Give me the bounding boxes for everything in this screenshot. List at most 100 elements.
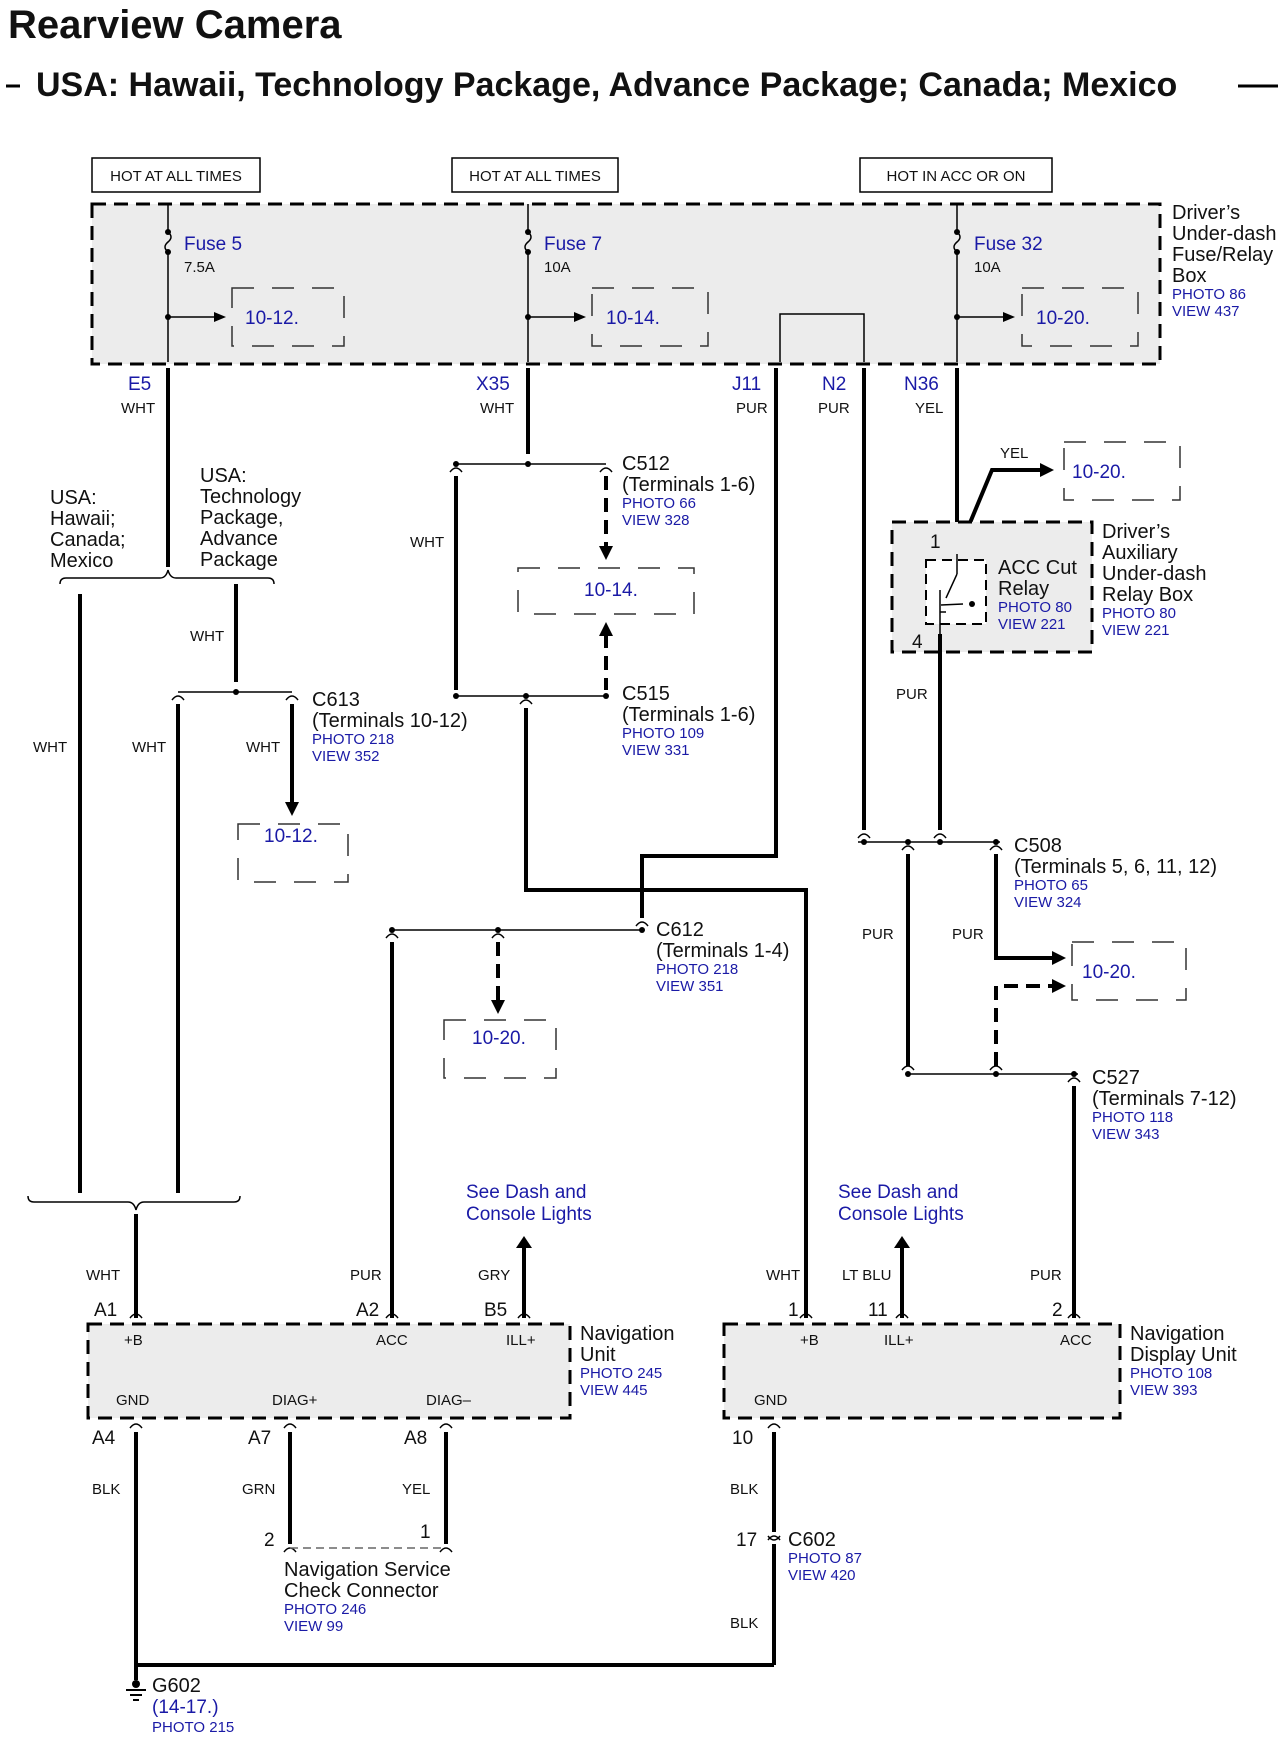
page-subtitle: USA: Hawaii, Technology Package, Advance… <box>36 66 1177 104</box>
svg-text:PHOTO 118: PHOTO 118 <box>1092 1109 1173 1126</box>
svg-text:(Terminals 7-12): (Terminals 7-12) <box>1092 1088 1236 1110</box>
svg-text:WHT: WHT <box>33 739 67 756</box>
svg-text:Display Unit: Display Unit <box>1130 1344 1237 1366</box>
ref-10-20-fuse32[interactable]: 10-20. <box>1036 308 1090 329</box>
svg-text:YEL: YEL <box>915 400 943 417</box>
svg-text:VIEW 352: VIEW 352 <box>312 748 380 765</box>
power-label-1: HOT AT ALL TIMES <box>110 168 242 185</box>
svg-text:(Terminals 5, 6, 11, 12): (Terminals 5, 6, 11, 12) <box>1014 856 1217 878</box>
ground-g602: G602 <box>152 1675 201 1697</box>
svg-text:ACC: ACC <box>1060 1332 1092 1349</box>
svg-text:DIAG+: DIAG+ <box>272 1392 318 1409</box>
svg-text:2: 2 <box>1052 1300 1063 1321</box>
see-dash-link-2[interactable]: See Dash and <box>838 1182 958 1203</box>
service-connector-label: Navigation Service <box>284 1559 451 1581</box>
svg-text:VIEW 328: VIEW 328 <box>622 512 690 529</box>
svg-text:VIEW 221: VIEW 221 <box>998 616 1066 633</box>
svg-text:Check Connector: Check Connector <box>284 1580 439 1602</box>
svg-text:WHT: WHT <box>86 1267 120 1284</box>
svg-text:GND: GND <box>116 1392 150 1409</box>
svg-text:PHOTO 215: PHOTO 215 <box>152 1719 234 1736</box>
ref-10-20-yel[interactable]: 10-20. <box>1072 462 1126 483</box>
navigation-unit <box>86 1322 572 1420</box>
svg-text:WHT: WHT <box>766 1267 800 1284</box>
svg-text:PUR: PUR <box>952 926 984 943</box>
svg-text:PUR: PUR <box>1030 1267 1062 1284</box>
power-label-2: HOT AT ALL TIMES <box>469 168 601 185</box>
relay-box-label: Driver’s <box>1102 521 1170 543</box>
svg-text:ACC: ACC <box>376 1332 408 1349</box>
svg-text:GND: GND <box>754 1392 788 1409</box>
ref-10-20-c612[interactable]: 10-20. <box>472 1028 526 1049</box>
svg-text:WHT: WHT <box>410 534 444 551</box>
ref-10-20-c508[interactable]: 10-20. <box>1082 962 1136 983</box>
svg-text:VIEW 221: VIEW 221 <box>1102 622 1170 639</box>
svg-text:PUR: PUR <box>818 400 850 417</box>
svg-text:WHT: WHT <box>190 628 224 645</box>
connector-c613: C613 <box>312 689 360 711</box>
svg-text:VIEW 445: VIEW 445 <box>580 1382 648 1399</box>
svg-text:PHOTO 65: PHOTO 65 <box>1014 877 1088 894</box>
svg-text:(Terminals 1-6): (Terminals 1-6) <box>622 474 755 496</box>
svg-text:Technology: Technology <box>200 486 301 508</box>
svg-text:VIEW 324: VIEW 324 <box>1014 894 1082 911</box>
svg-text:1: 1 <box>788 1300 799 1321</box>
svg-text:Under-dash: Under-dash <box>1172 223 1277 245</box>
svg-text:ILL+: ILL+ <box>506 1332 536 1349</box>
svg-text:11: 11 <box>868 1300 888 1321</box>
svg-text:1: 1 <box>930 532 941 553</box>
connector-c602: C602 <box>788 1529 836 1551</box>
svg-text:17: 17 <box>736 1530 757 1551</box>
variant-left-label: USA: <box>50 487 97 509</box>
svg-text:VIEW 99: VIEW 99 <box>284 1618 343 1635</box>
ref-10-12[interactable]: 10-12. <box>245 308 299 329</box>
svg-text:PUR: PUR <box>862 926 894 943</box>
terminal-n2: N2 <box>822 374 846 395</box>
connector-c508: C508 <box>1014 835 1062 857</box>
svg-text:DIAG–: DIAG– <box>426 1392 472 1409</box>
svg-text:Auxiliary: Auxiliary <box>1102 542 1178 564</box>
svg-text:PHOTO 80: PHOTO 80 <box>998 599 1072 616</box>
svg-text:Hawaii;: Hawaii; <box>50 508 116 530</box>
svg-text:WHT: WHT <box>132 739 166 756</box>
svg-text:B5: B5 <box>484 1300 507 1321</box>
fuse-5-label: Fuse 5 <box>184 234 242 255</box>
power-label-3: HOT IN ACC OR ON <box>887 168 1026 185</box>
svg-text:Console Lights[interactable]: Console Lights <box>838 1204 964 1225</box>
ref-10-12-c613[interactable]: 10-12. <box>264 826 318 847</box>
fuse-7-label: Fuse 7 <box>544 234 602 255</box>
svg-text:(Terminals 1-6): (Terminals 1-6) <box>622 704 755 726</box>
terminal-e5: E5 <box>128 374 151 395</box>
svg-text:Package,: Package, <box>200 507 283 529</box>
ref-10-14-center[interactable]: 10-14. <box>584 580 638 601</box>
acc-cut-relay <box>925 559 987 625</box>
svg-text:PHOTO 87: PHOTO 87 <box>788 1550 862 1567</box>
svg-text:Mexico: Mexico <box>50 550 113 572</box>
svg-text:PUR: PUR <box>736 400 768 417</box>
see-dash-link-1[interactable]: See Dash and <box>466 1182 586 1203</box>
svg-text:Relay: Relay <box>998 578 1049 600</box>
svg-text:(Terminals 10-12): (Terminals 10-12) <box>312 710 468 732</box>
svg-text:A4: A4 <box>92 1428 116 1449</box>
svg-text:Unit: Unit <box>580 1344 616 1366</box>
svg-text:Canada;: Canada; <box>50 529 126 551</box>
svg-text:Fuse/Relay: Fuse/Relay <box>1172 244 1273 266</box>
svg-text:Console Lights[interactable]: Console Lights <box>466 1204 592 1225</box>
svg-text:4: 4 <box>912 632 923 653</box>
svg-text:ACC Cut: ACC Cut <box>998 557 1077 579</box>
variant-right-label: USA: <box>200 465 247 487</box>
svg-text:GRN: GRN <box>242 1481 275 1498</box>
ref-10-14[interactable]: 10-14. <box>606 308 660 329</box>
svg-text:VIEW 343: VIEW 343 <box>1092 1126 1160 1143</box>
svg-text:VIEW 437: VIEW 437 <box>1172 303 1240 320</box>
svg-text:PHOTO 108: PHOTO 108 <box>1130 1365 1212 1382</box>
ground-ref-link[interactable]: (14-17.) <box>152 1697 219 1718</box>
auxiliary-relay-box <box>890 520 1094 654</box>
svg-text:PHOTO 80: PHOTO 80 <box>1102 605 1176 622</box>
connector-c612: C612 <box>656 919 704 941</box>
svg-text:PHOTO 218: PHOTO 218 <box>312 731 394 748</box>
svg-text:+B: +B <box>124 1332 143 1349</box>
terminal-j11: J11 <box>732 374 761 395</box>
page-title: Rearview Camera <box>8 3 342 47</box>
